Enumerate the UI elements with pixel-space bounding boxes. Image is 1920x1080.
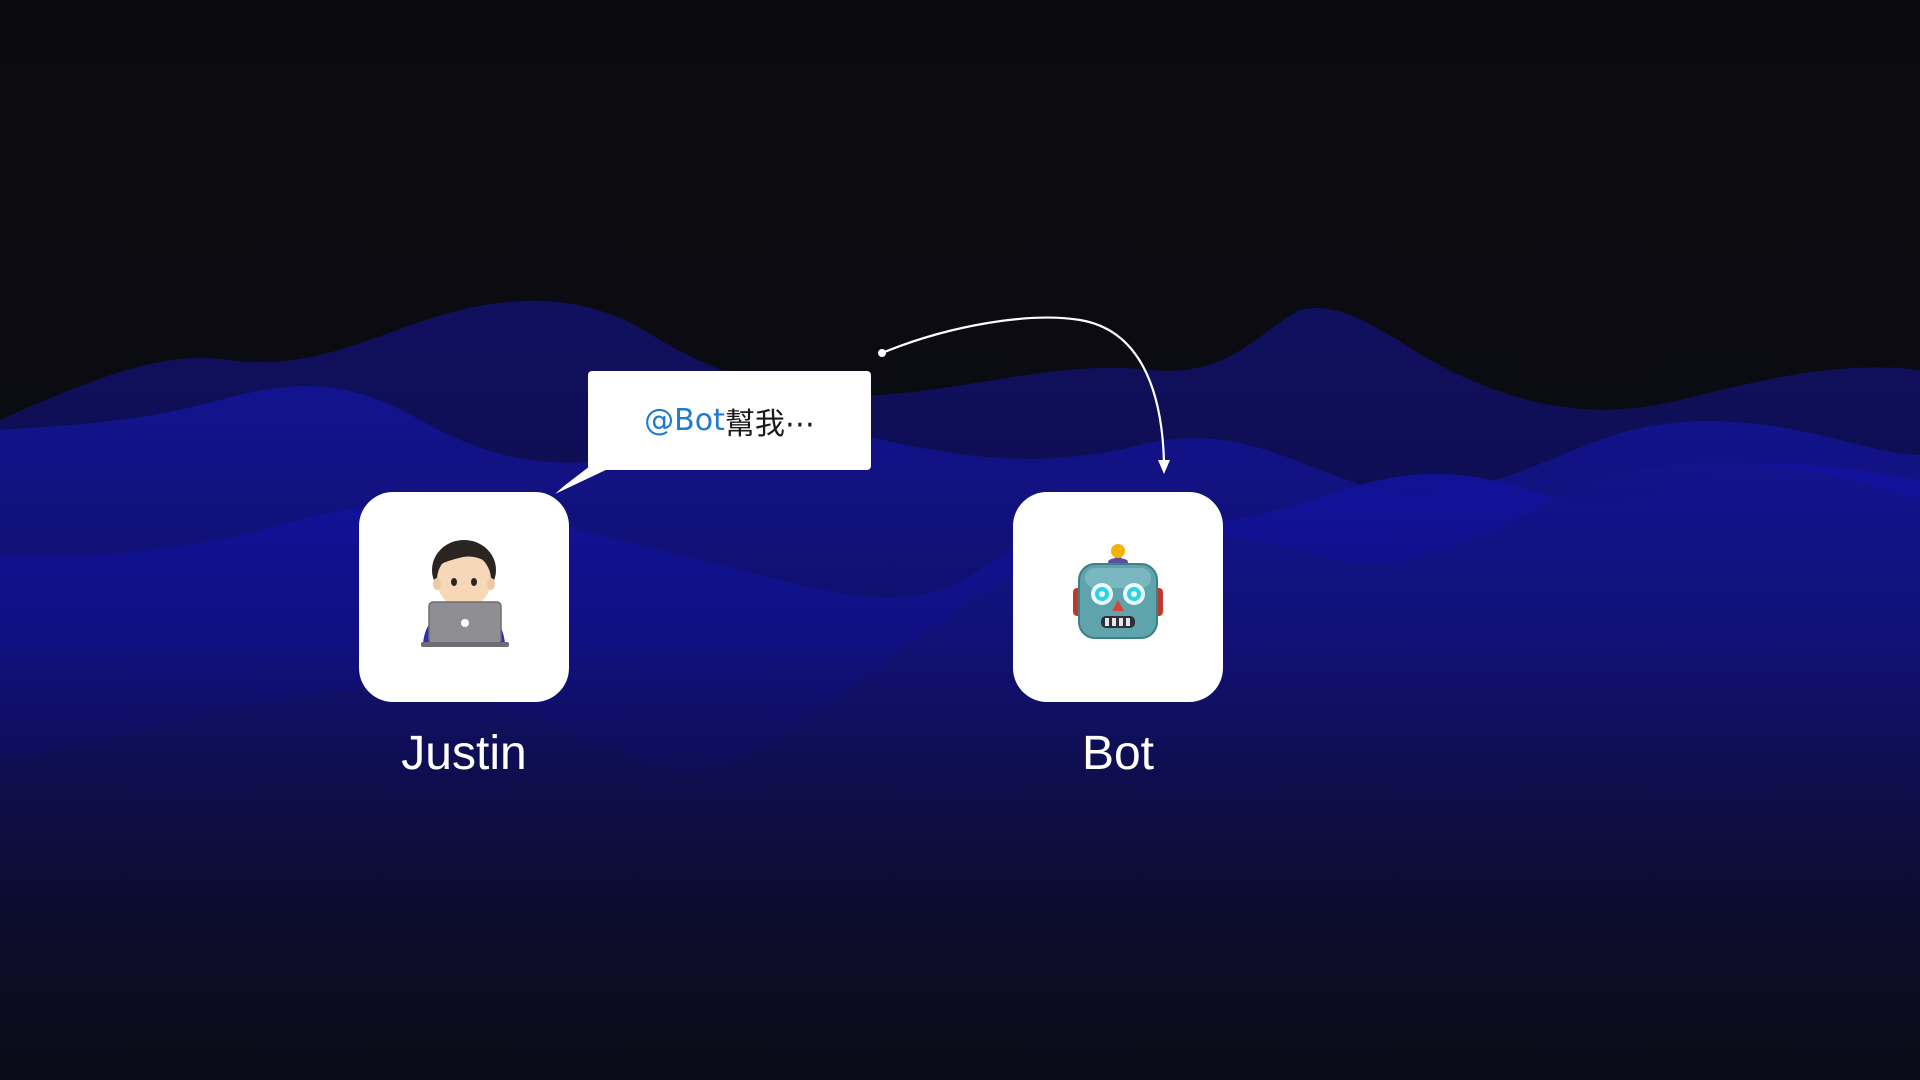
speech-bubble-text: @Bot 幫我⋯ [588, 371, 871, 470]
person-with-laptop-icon [421, 540, 509, 647]
bot-avatar-card [1013, 492, 1223, 702]
justin-name-label: Justin [401, 727, 527, 780]
bubble-mention: @Bot [644, 403, 725, 438]
bot-name-label: Bot [1081, 727, 1155, 780]
justin-avatar-card [359, 492, 569, 702]
speech-bubble: @Bot 幫我⋯ [588, 371, 871, 470]
bubble-message: 幫我⋯ [724, 406, 815, 442]
robot-face-icon [1073, 544, 1163, 639]
